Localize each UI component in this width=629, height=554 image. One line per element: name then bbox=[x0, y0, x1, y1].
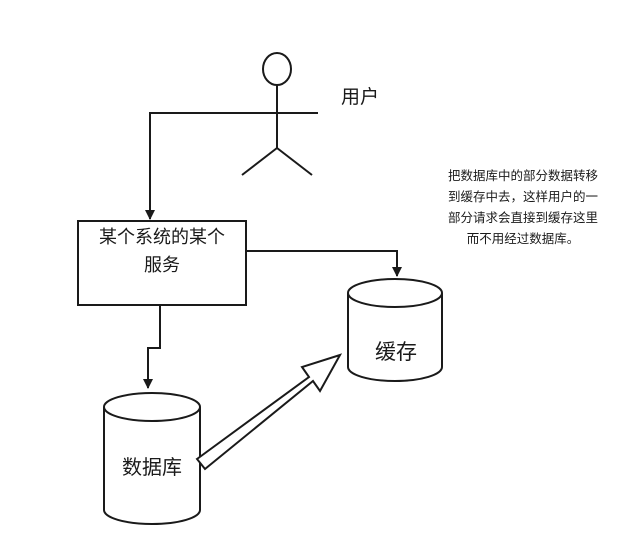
service-label: 某个系统的某个 服务 bbox=[78, 224, 246, 280]
cache-cylinder-icon bbox=[347, 278, 443, 382]
note-line: 到缓存中去，这样用户的一 bbox=[447, 189, 598, 204]
service-label-line1: 某个系统的某个 bbox=[99, 227, 225, 248]
service-to-database-arrow bbox=[143, 305, 161, 389]
service-to-cache-arrow bbox=[246, 250, 402, 277]
database-cylinder-icon bbox=[103, 392, 201, 525]
note-line: 而不用经过数据库。 bbox=[466, 231, 580, 246]
user-stick-figure-icon bbox=[237, 52, 318, 176]
database-label: 数据库 bbox=[122, 455, 182, 479]
cache-label: 缓存 bbox=[375, 340, 417, 364]
database-to-cache-hollow-arrow bbox=[195, 353, 343, 471]
user-to-service-arrow bbox=[145, 112, 237, 220]
user-label: 用户 bbox=[341, 86, 380, 108]
note-line: 部分请求会直接到缓存这里 bbox=[447, 210, 598, 225]
service-box bbox=[77, 220, 247, 306]
service-label-line2: 服务 bbox=[144, 255, 180, 276]
annotation-note: 把数据库中的部分数据转移 到缓存中去，这样用户的一 部分请求会直接到缓存这里 而… bbox=[415, 165, 629, 249]
note-line: 把数据库中的部分数据转移 bbox=[447, 168, 598, 183]
